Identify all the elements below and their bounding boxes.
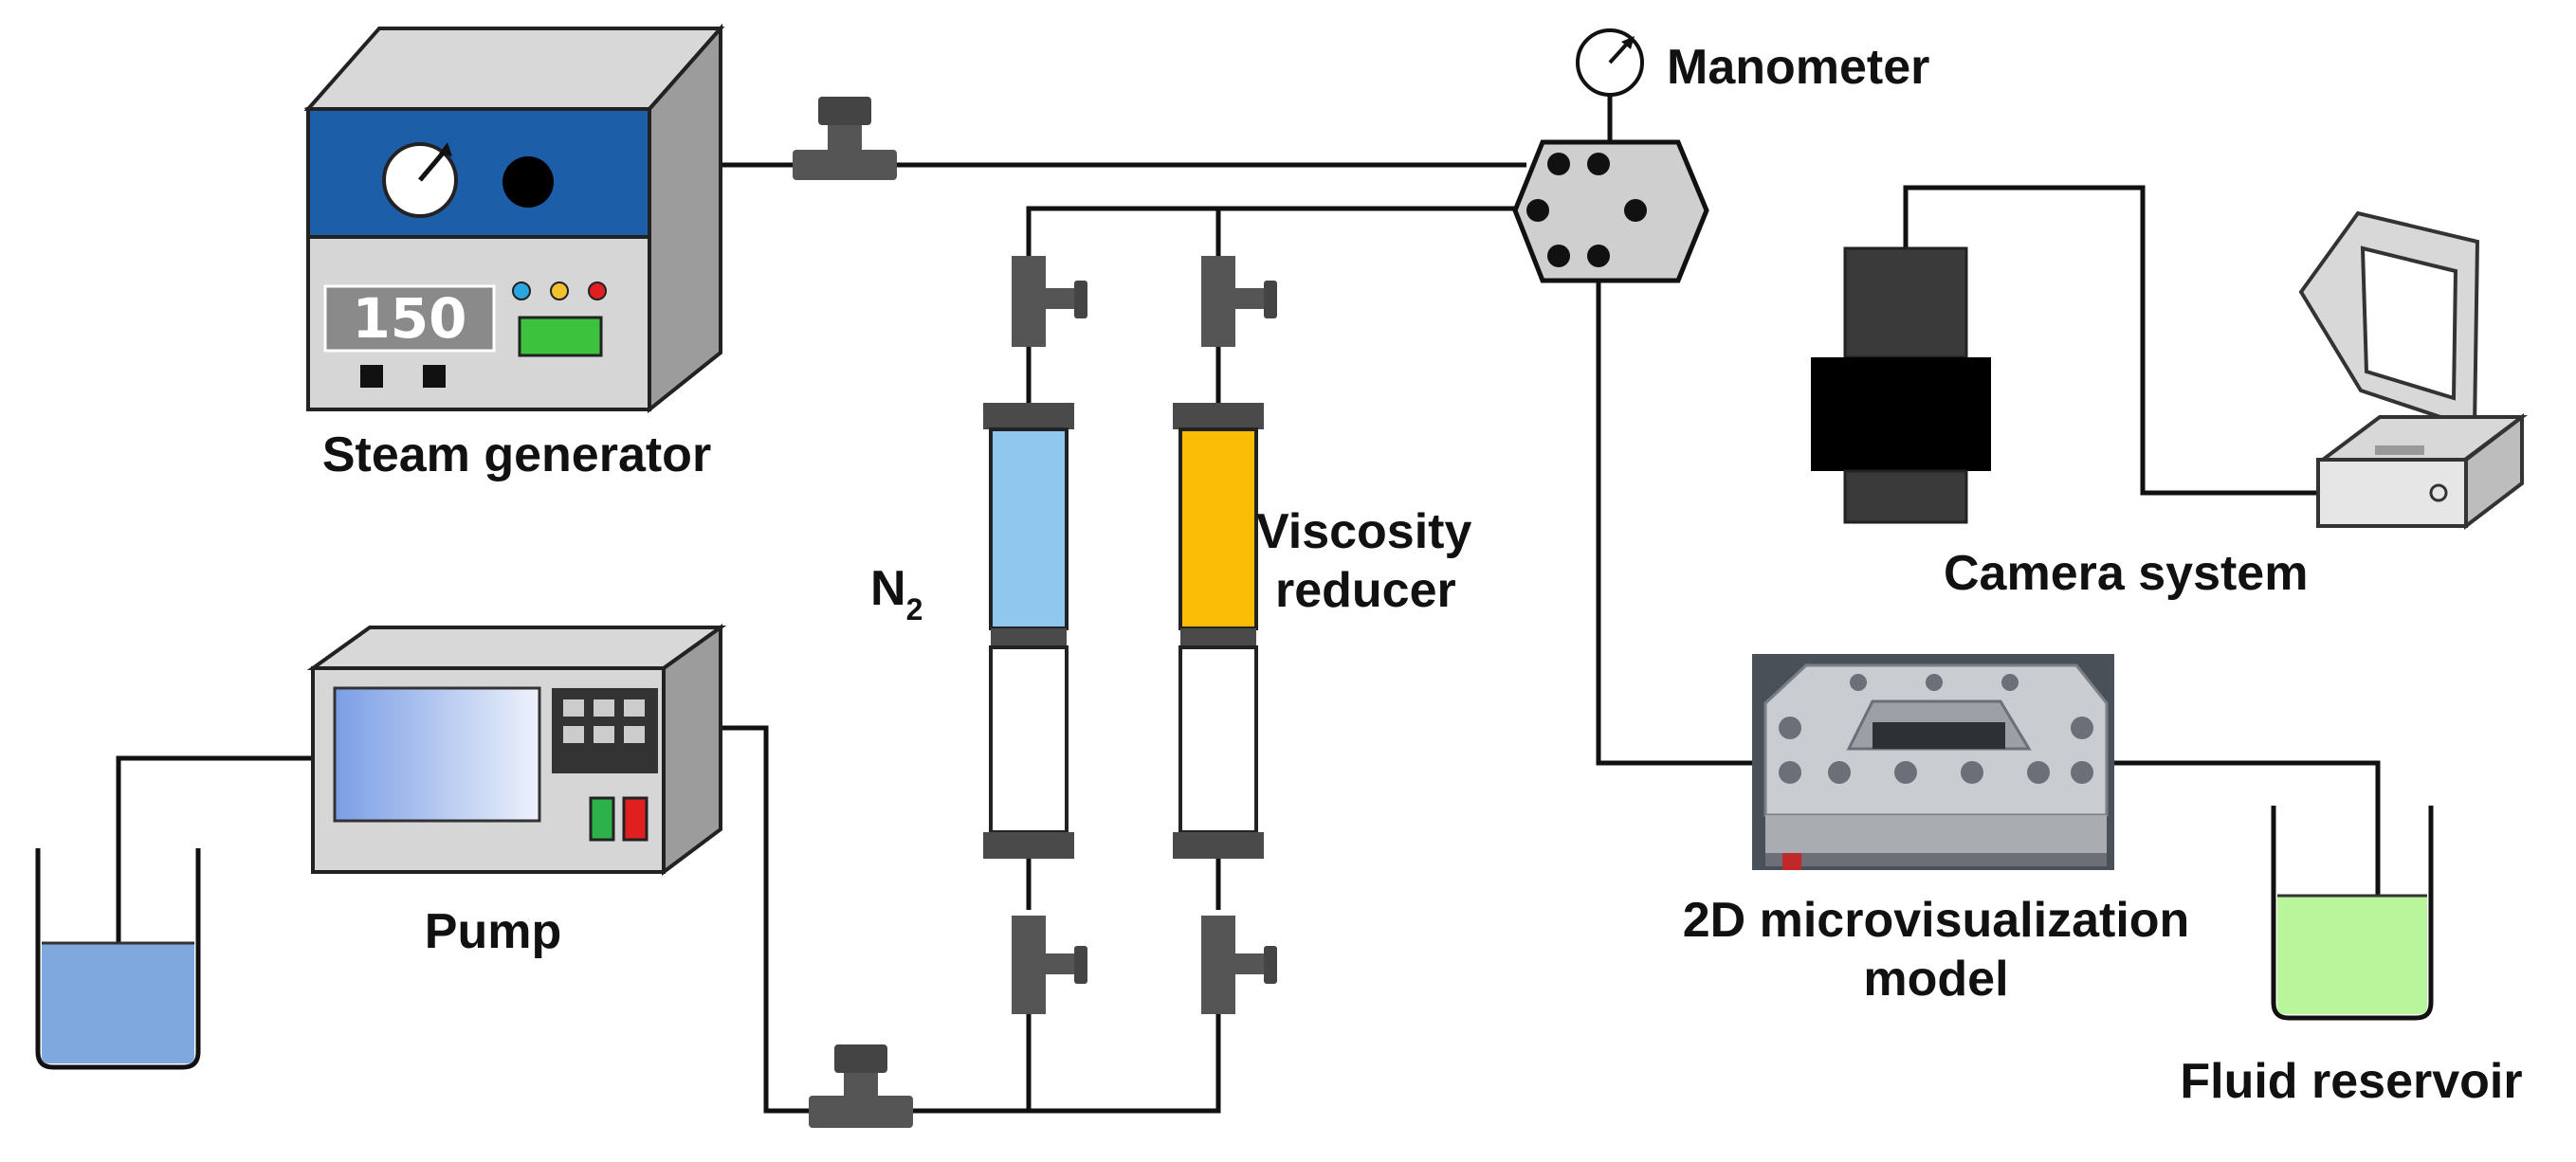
label-model-line2: model — [1863, 952, 2008, 1007]
valve-pump-line-icon — [809, 1044, 913, 1128]
cylinder-n2-fill — [989, 427, 1069, 630]
microvisualization-model-photo — [1752, 654, 2114, 870]
reservoir-left — [35, 848, 201, 1070]
valve-steam-line-icon — [793, 97, 897, 180]
steam-generator-screen — [518, 316, 603, 357]
steam-generator-foot-left — [360, 365, 383, 388]
camera — [1811, 246, 1991, 524]
label-steam-generator: Steam generator — [322, 427, 711, 482]
pipe-cyl-top-links — [1026, 341, 1221, 403]
label-n2: N2 — [870, 561, 923, 626]
computer-icon — [2298, 210, 2528, 531]
steam-generator-top-panel — [306, 107, 651, 239]
pipe-cyl-bottom-links — [1026, 859, 1221, 910]
pipework — [116, 95, 2381, 1114]
steam-generator-knob — [502, 156, 554, 208]
steam-generator-gauge-icon — [382, 142, 458, 218]
valve-n2-bottom-icon — [1012, 916, 1087, 1014]
valve-viscosity-bottom-icon — [1201, 916, 1277, 1014]
cylinder-n2 — [983, 403, 1074, 859]
pipe-pump-to-manifold — [722, 725, 1221, 1114]
steam-generator: 150 — [303, 23, 725, 414]
reservoir-left-fill — [42, 943, 194, 1063]
cylinder-viscosity-reducer — [1173, 403, 1264, 859]
cylinder-viscosity-fill — [1178, 427, 1258, 630]
pipe-camera-to-computer — [1903, 185, 2323, 496]
indicator-light-yellow — [550, 281, 569, 300]
pump-button-red — [622, 796, 649, 842]
steam-generator-display — [323, 284, 496, 353]
steam-generator-foot-right — [423, 365, 446, 388]
pump-screen — [333, 686, 541, 823]
pipe-manifold-top — [1026, 206, 1517, 267]
label-manometer: Manometer — [1667, 40, 1929, 95]
pipe-model-to-reservoir — [2114, 760, 2381, 896]
label-model-line1: 2D microvisualization — [1683, 893, 2190, 948]
pump — [306, 624, 727, 876]
label-camera-system: Camera system — [1944, 546, 2308, 601]
fluid-reservoir — [2271, 806, 2434, 1021]
label-viscosity-reducer-line2: reducer — [1275, 563, 1456, 618]
steam-generator-display-value: 150 — [352, 286, 466, 351]
indicator-light-red — [588, 281, 607, 300]
fluid-reservoir-fill — [2277, 896, 2427, 1014]
pipe-valve-to-model — [1596, 281, 1754, 766]
pump-button-green — [589, 796, 615, 842]
valve-viscosity-top-icon — [1201, 256, 1277, 347]
pipe-reservoir-to-pump — [116, 755, 315, 943]
label-viscosity-reducer-line1: Viscosity — [1256, 504, 1471, 559]
label-fluid-reservoir: Fluid reservoir — [2180, 1054, 2522, 1109]
label-pump: Pump — [425, 904, 561, 959]
manometer-icon — [1576, 28, 1644, 97]
valve-n2-top-icon — [1012, 256, 1087, 347]
indicator-light-blue — [512, 281, 531, 300]
multiport-valve — [1512, 139, 1709, 283]
